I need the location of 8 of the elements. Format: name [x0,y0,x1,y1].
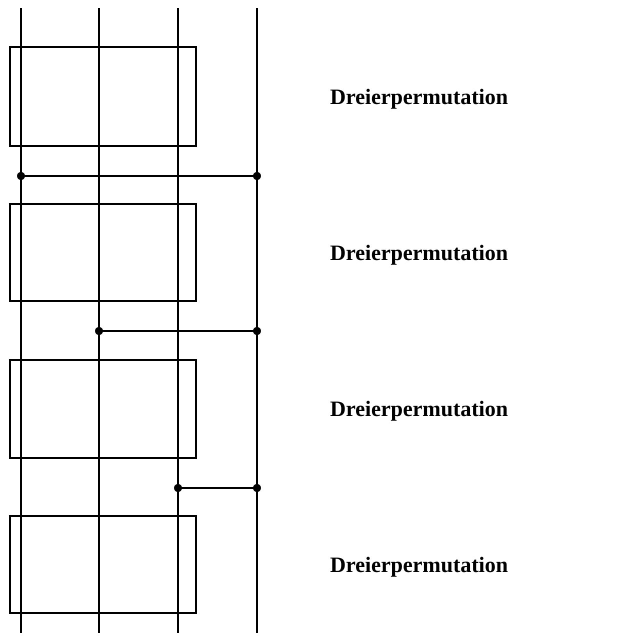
permutation-box [9,359,197,459]
permutation-box [9,515,197,614]
stage-label: Dreierpermutation [330,396,508,422]
stage-label: Dreierpermutation [330,240,508,266]
stage-label: Dreierpermutation [330,552,508,578]
stage-label: Dreierpermutation [330,84,508,110]
permutation-box [9,203,197,302]
permutation-box [9,46,197,147]
